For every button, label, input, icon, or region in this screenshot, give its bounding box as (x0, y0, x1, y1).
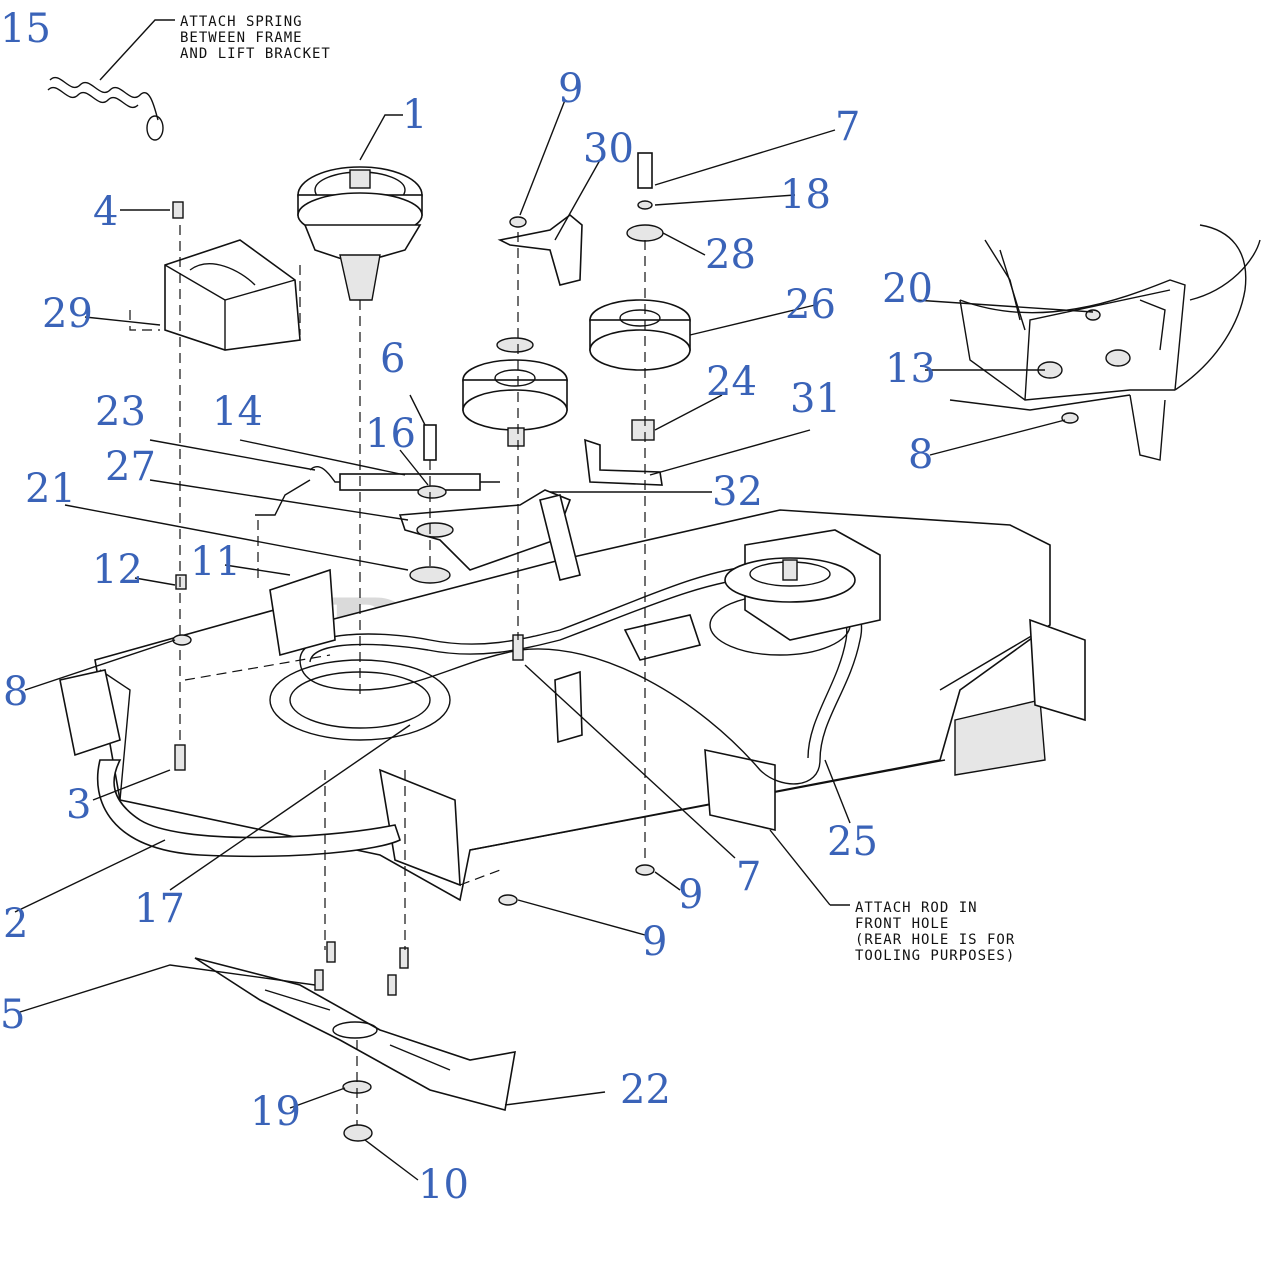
note-spring-line-3: AND LIFT BRACKET (180, 46, 331, 62)
nut-part-8 (172, 634, 192, 646)
callout-19: 19 (250, 1089, 301, 1135)
bolt-part-7 (637, 152, 653, 189)
callout-25: 25 (827, 819, 878, 865)
blade-bolt-d (387, 974, 397, 996)
washer-part-16 (417, 485, 447, 499)
spring-part-15 (47, 77, 164, 141)
bracket-part-30 (497, 213, 583, 286)
callout-3: 3 (66, 782, 91, 828)
callout-31: 31 (790, 376, 841, 422)
leader-lines (14, 19, 1094, 1181)
note-rod-line-4: TOOLING PURPOSES) (855, 948, 1015, 964)
callout-24: 24 (706, 359, 757, 405)
callout-7-lower: 7 (736, 854, 761, 900)
callout-10: 10 (418, 1162, 469, 1208)
callout-28: 28 (705, 232, 756, 278)
bracket-part-31 (584, 438, 663, 486)
blade-bolt-c (314, 969, 324, 991)
bearing-part-28 (626, 224, 664, 242)
note-rod: ATTACH ROD IN FRONT HOLE (REAR HOLE IS F… (855, 900, 1015, 964)
blade-bolt-b (399, 947, 409, 969)
callout-4: 4 (93, 189, 118, 235)
note-rod-line-2: FRONT HOLE (855, 916, 949, 932)
idler-arm-part-27 (398, 489, 581, 581)
bolt-part-3 (174, 744, 186, 771)
callout-27: 27 (105, 444, 156, 490)
nut-part-9-top (509, 216, 527, 228)
idler-pulley-left (462, 337, 568, 447)
callout-23: 23 (95, 389, 146, 435)
washer-part-18 (637, 200, 653, 210)
deck-spindle-assembly (623, 529, 881, 661)
callout-9-top: 9 (558, 66, 583, 112)
callout-5: 5 (0, 992, 25, 1038)
callout-17: 17 (134, 886, 185, 932)
spacer-part-24 (631, 419, 655, 441)
bearing-part-21 (409, 566, 451, 584)
pin-part-12 (175, 574, 187, 590)
callout-12: 12 (92, 547, 143, 593)
callout-22: 22 (620, 1067, 671, 1113)
callout-21: 21 (25, 466, 76, 512)
rod-part-23 (255, 479, 311, 516)
idler-pulley-part-26 (589, 299, 691, 371)
blade-part-22 (194, 957, 516, 1111)
callout-8-inset: 8 (908, 432, 933, 478)
note-spring-line-2: BETWEEN FRAME (180, 30, 303, 46)
nut-part-9-lower (498, 894, 518, 906)
note-spring-line-1: ATTACH SPRING (180, 14, 303, 30)
callout-13: 13 (885, 346, 936, 392)
cover-part-29 (164, 239, 301, 351)
spring-part-14 (309, 465, 500, 491)
note-rod-line-3: (REAR HOLE IS FOR (855, 932, 1015, 948)
callout-6: 6 (380, 336, 405, 382)
callout-20: 20 (882, 266, 933, 312)
callout-14: 14 (212, 389, 263, 435)
callouts: 15 1 9 30 7 18 4 28 20 29 26 13 6 24 31 … (0, 6, 936, 1208)
callout-9-lower: 9 (642, 919, 667, 965)
callout-29: 29 (42, 291, 93, 337)
callout-18: 18 (780, 172, 831, 218)
callout-32: 32 (712, 469, 763, 515)
blade-bolt-a (326, 941, 336, 963)
callout-16: 16 (365, 411, 416, 457)
callout-7-top: 7 (835, 104, 860, 150)
inset-detail (949, 224, 1261, 461)
nut-part-10 (343, 1124, 373, 1142)
callout-26: 26 (785, 282, 836, 328)
callout-2: 2 (3, 901, 28, 947)
callout-15: 15 (0, 6, 51, 52)
nut-part-9-bottom (635, 864, 655, 876)
callout-9-right: 9 (678, 872, 703, 918)
note-rod-line-1: ATTACH ROD IN (855, 900, 978, 916)
spindle-part-1 (297, 166, 423, 301)
callout-8-left: 8 (3, 669, 28, 715)
callout-1: 1 (402, 92, 427, 138)
callout-11: 11 (190, 539, 241, 585)
bolt-part-4 (172, 201, 184, 219)
note-spring: ATTACH SPRING BETWEEN FRAME AND LIFT BRA… (180, 14, 331, 62)
alignment-lines (129, 225, 646, 1125)
bolt-part-6 (423, 424, 437, 461)
callout-30: 30 (583, 126, 634, 172)
